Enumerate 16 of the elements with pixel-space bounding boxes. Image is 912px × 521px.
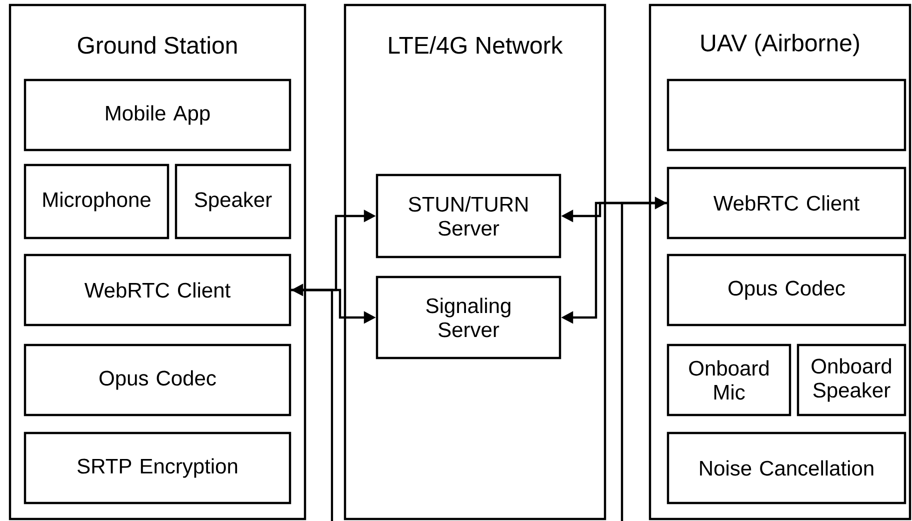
component-box: WebRTC Client: [666, 166, 906, 240]
component-box: Signaling Server: [376, 276, 562, 360]
line: [291, 288, 334, 521]
component-box: Opus Codec: [24, 344, 292, 416]
component-box: Mobile App: [24, 78, 292, 152]
component-box: Opus Codec: [666, 254, 906, 326]
component-box: SRTP Encryption: [24, 432, 292, 504]
component-box: [666, 78, 906, 152]
component-box: Noise Cancellation: [666, 432, 906, 504]
component-box: Speaker: [174, 164, 292, 240]
component-box: Onboard Speaker: [796, 344, 906, 416]
component-box: WebRTC Client: [24, 254, 292, 326]
component-box: Microphone: [24, 164, 170, 240]
component-box: Onboard Mic: [666, 344, 792, 416]
component-box: STUN/TURN Server: [376, 174, 562, 258]
line: [620, 202, 667, 521]
